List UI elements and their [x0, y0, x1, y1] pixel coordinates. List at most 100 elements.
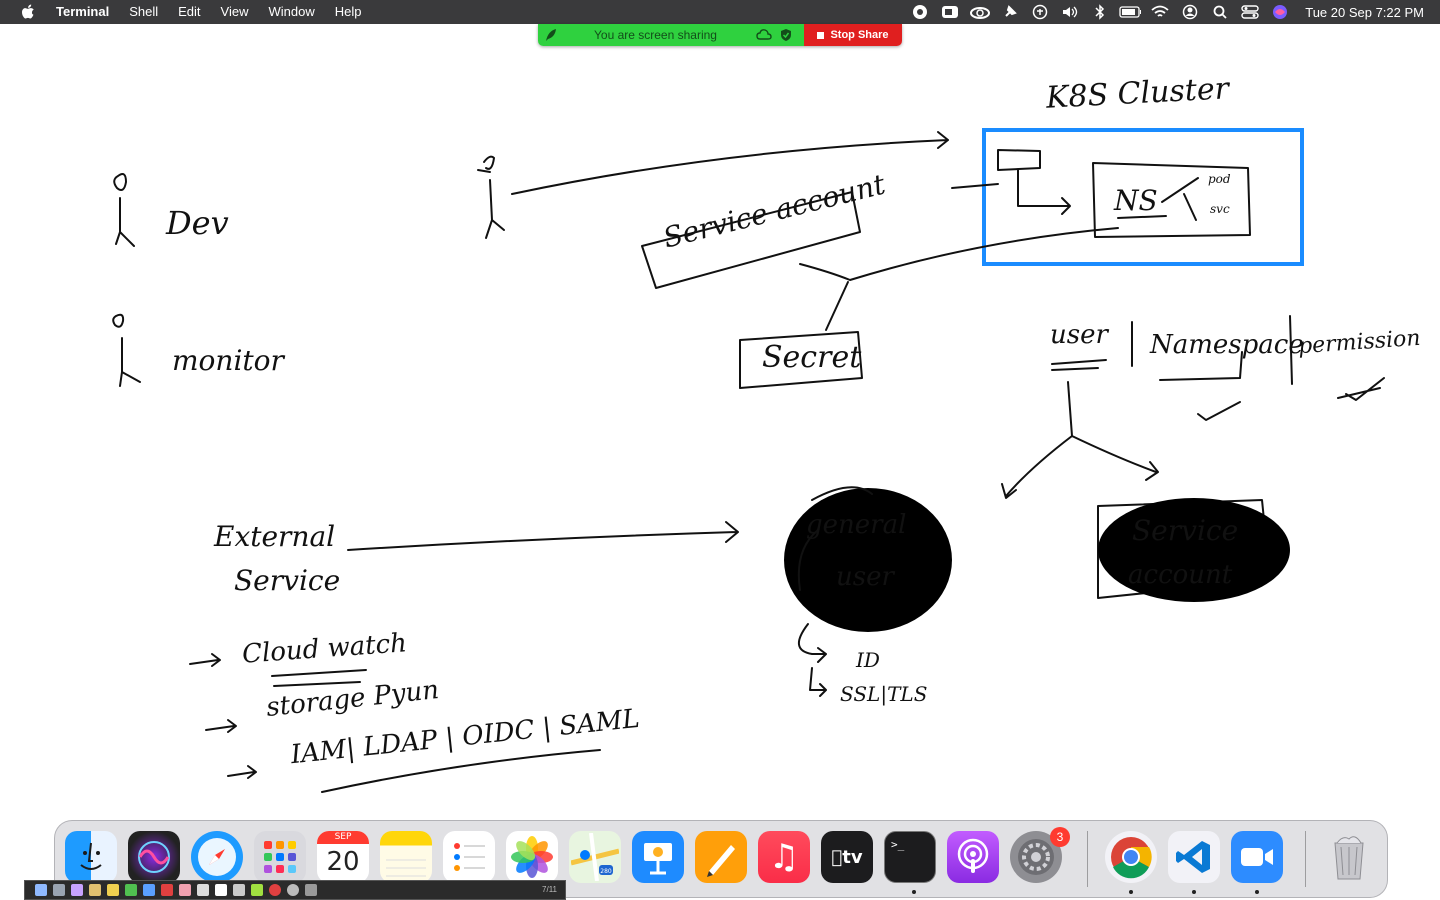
- calendar-month: SEP: [317, 831, 369, 844]
- menu-edit[interactable]: Edit: [178, 4, 201, 19]
- annotate-text-icon[interactable]: [143, 884, 155, 896]
- dev-label: Dev: [166, 204, 229, 242]
- secret-box: [739, 331, 863, 389]
- search-icon[interactable]: [1209, 0, 1231, 24]
- menu-shell[interactable]: Shell: [129, 4, 159, 19]
- dock-music[interactable]: ♫: [758, 831, 810, 883]
- dock-photos[interactable]: [506, 831, 558, 883]
- cluster-entry-shape: [997, 149, 1041, 171]
- stop-square-icon: [817, 31, 825, 39]
- dock: SEP 20 280 ♫ tv: [54, 820, 1388, 898]
- dock-pages[interactable]: [695, 831, 747, 883]
- creative-cloud-icon[interactable]: [969, 0, 991, 24]
- id-label: ID: [856, 648, 880, 672]
- annotate-record-icon[interactable]: [269, 884, 281, 896]
- stop-share-button[interactable]: Stop Share: [804, 24, 902, 46]
- dock-safari[interactable]: [191, 831, 243, 883]
- cluster-entry-connector: [1017, 169, 1071, 215]
- service-account-ellipse-inner: [1106, 504, 1266, 592]
- system-preferences-badge: 3: [1050, 827, 1070, 847]
- dock-vscode[interactable]: [1168, 831, 1220, 883]
- annotate-book-icon[interactable]: [89, 884, 101, 896]
- header-separators: [1051, 315, 1293, 385]
- dock-maps[interactable]: 280: [569, 831, 621, 883]
- camera-icon[interactable]: [909, 0, 931, 24]
- dock-calendar[interactable]: SEP 20: [317, 831, 369, 883]
- svc-label: svc: [1210, 202, 1230, 216]
- external-arrow: [347, 521, 739, 551]
- annotate-eraser-icon[interactable]: [179, 884, 191, 896]
- volume-icon[interactable]: [1059, 0, 1081, 24]
- dock-podcasts[interactable]: [947, 831, 999, 883]
- external-line2: Service: [234, 564, 341, 597]
- annotate-user-icon[interactable]: [287, 884, 299, 896]
- annotate-highlighter-icon[interactable]: [125, 884, 137, 896]
- ssl-label: SSL|TLS: [840, 682, 928, 706]
- service-account-circle-line1: Service: [1132, 514, 1239, 547]
- menu-view[interactable]: View: [220, 4, 249, 19]
- share-leaf-icon: [544, 27, 558, 46]
- annotate-rectangle-icon[interactable]: [215, 884, 227, 896]
- dock-launchpad[interactable]: [254, 831, 306, 883]
- annotate-select-icon[interactable]: [35, 884, 47, 896]
- dock-terminal[interactable]: >_: [884, 831, 936, 883]
- dock-trash[interactable]: [1323, 831, 1375, 883]
- ns-label: NS: [1114, 184, 1158, 217]
- pin-icon[interactable]: [999, 0, 1021, 24]
- shield-check-icon: [780, 28, 792, 45]
- list-arrow-3: [227, 765, 257, 779]
- secret-connector: [825, 281, 849, 331]
- share-status-panel[interactable]: You are screen sharing: [538, 24, 804, 46]
- siri-app-icon: [138, 841, 170, 873]
- dock-zoom[interactable]: [1231, 831, 1283, 883]
- menu-help[interactable]: Help: [334, 4, 362, 19]
- dev-figure: [113, 173, 135, 247]
- bluetooth-icon[interactable]: [1089, 0, 1111, 24]
- apple-menu-icon[interactable]: [20, 3, 38, 21]
- annotate-pen-icon[interactable]: [107, 884, 119, 896]
- annotate-shape-icon[interactable]: [161, 884, 173, 896]
- dock-separator: [1087, 831, 1088, 887]
- siri-icon[interactable]: [1269, 0, 1291, 24]
- permission-check-icon: [1337, 377, 1385, 401]
- vscode-icon: [1176, 841, 1210, 873]
- dock-siri[interactable]: [128, 831, 180, 883]
- annotate-fill-icon[interactable]: [251, 884, 263, 896]
- menu-bar: Terminal Shell Edit View Window Help Tue…: [0, 0, 1440, 24]
- user-icon[interactable]: [1179, 0, 1201, 24]
- photos-flower-icon: [511, 836, 553, 878]
- annotate-stamp-icon[interactable]: [71, 884, 83, 896]
- menu-clock[interactable]: Tue 20 Sep 7:22 PM: [1305, 4, 1424, 20]
- screen-share-bar: You are screen sharing Stop Share: [538, 24, 902, 46]
- annotate-pointer-icon[interactable]: [197, 884, 209, 896]
- wifi-icon[interactable]: [1149, 0, 1171, 24]
- ns-branch: [1117, 177, 1199, 221]
- annotate-line-icon[interactable]: [233, 884, 245, 896]
- dock-chrome[interactable]: [1105, 831, 1157, 883]
- battery-icon[interactable]: [1119, 0, 1142, 24]
- app-menu-terminal[interactable]: Terminal: [56, 4, 110, 19]
- dock-finder[interactable]: [65, 831, 117, 883]
- maps-icon: 280: [571, 833, 619, 881]
- accessibility-icon[interactable]: [1029, 0, 1051, 24]
- dock-notes[interactable]: [380, 831, 432, 883]
- dock-keynote[interactable]: [632, 831, 684, 883]
- menu-window[interactable]: Window: [268, 4, 315, 19]
- dock-system-preferences[interactable]: [1010, 831, 1062, 883]
- general-user-line2: user: [836, 562, 894, 592]
- annotate-clip-icon[interactable]: [53, 884, 65, 896]
- k8s-cluster-box: [982, 128, 1304, 266]
- calendar-day: 20: [326, 847, 360, 877]
- terminal-running-dot: [912, 890, 916, 894]
- podcasts-icon: [957, 838, 989, 873]
- control-center-icon[interactable]: [1239, 0, 1261, 24]
- safari-compass-icon: [198, 838, 236, 876]
- dock-reminders[interactable]: [443, 831, 495, 883]
- video-icon[interactable]: [939, 0, 961, 24]
- arrow-into-cluster: [951, 183, 999, 189]
- external-line1: External: [214, 520, 336, 553]
- secret-label: Secret: [762, 340, 862, 375]
- dock-tv[interactable]: tv: [821, 831, 873, 883]
- annotate-settings-icon[interactable]: [305, 884, 317, 896]
